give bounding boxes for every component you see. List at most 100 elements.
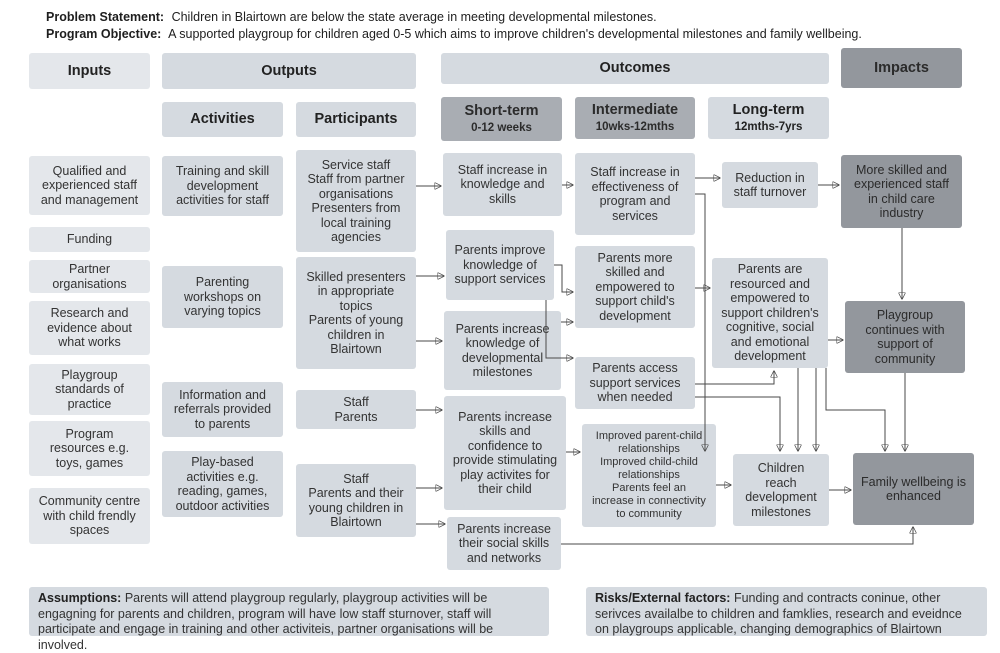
box-text-line: resources e.g. [49, 441, 130, 456]
short-term-header-label: Short-term [464, 102, 539, 119]
box-text-line: Partner [69, 262, 110, 276]
box-text-line: continues with [865, 322, 945, 337]
box-text-line: staff turnover [733, 185, 807, 199]
activities-header: Activities [162, 102, 283, 137]
box-text-line: resourced and [730, 276, 810, 291]
box-text-line: young children in [308, 500, 404, 515]
box-text-line: their social skills [458, 536, 550, 551]
box-text-line: knowledge of [463, 257, 537, 272]
box-text-line: confidence to [467, 438, 543, 453]
box-text-line: Reduction in [735, 170, 805, 185]
box-text-line: Playgroup [876, 308, 934, 322]
box-text-line: Research and [50, 306, 129, 321]
box-text-line: Skilled presenters [306, 269, 406, 284]
box-text-line: to parents [194, 416, 251, 431]
assumptions-label: Assumptions: [38, 591, 122, 605]
box-text-line: Program [65, 426, 114, 441]
box-text-line: Staff [343, 471, 369, 486]
box-text-line: practice [67, 396, 112, 411]
short-term-header: Short-term 0-12 weeks [441, 97, 562, 141]
box-text-line: referrals provided [173, 402, 272, 417]
box-text-line: Parents increase [458, 409, 552, 424]
box-text-line: Parents increase [455, 321, 550, 336]
box-text-line: Parents of young [308, 313, 404, 327]
arrow [695, 396, 780, 451]
activities-header-label: Activities [190, 111, 255, 127]
long-term-range: 12mths-7yrs [734, 120, 803, 133]
outputs-header: Outputs [162, 53, 416, 89]
box-text-line: community [874, 351, 936, 366]
box-text-line: Family wellbeing is [861, 474, 966, 489]
program-objective: Program Objective: A supported playgroup… [46, 27, 862, 41]
box-text-line: reading, games, [177, 484, 268, 498]
box-text-line: Funding [66, 232, 113, 247]
box-text-line: Parents are [737, 262, 803, 277]
box-text-line: evidence about [47, 320, 132, 335]
participants-header: Participants [296, 102, 416, 137]
input-box: Funding [29, 227, 150, 252]
box-text-line: Community centre [38, 494, 141, 509]
box-text-line: Staff from partner [307, 172, 405, 186]
box-text-line: skills and [479, 424, 531, 438]
box-text-line: and management [40, 192, 139, 207]
impacts-header-label: Impacts [874, 59, 929, 76]
box-text-line: development [745, 490, 817, 504]
risks-label: Risks/External factors: [595, 591, 731, 605]
box-text-line: activities for staff [176, 193, 269, 208]
box-text-line: outdoor activities [175, 498, 270, 513]
box-text-line: empowered to [595, 279, 675, 294]
box-text-line: and emotional [730, 334, 810, 349]
box-text-line: experienced staff [42, 178, 137, 193]
arrow [545, 300, 573, 358]
box-text-line: children in [327, 327, 385, 342]
box-text-line: Staff increase in [590, 165, 680, 179]
box-text-line: activities e.g. [186, 469, 259, 484]
impacts-header: Impacts [841, 48, 962, 88]
box-text-line: to community [616, 508, 682, 520]
box-text-line: Parents improve [454, 243, 546, 258]
box-text-line: their child [478, 482, 532, 496]
box-text-line: increase in connectivity [592, 495, 706, 507]
box-text-line: in appropriate [317, 284, 395, 298]
intermediate-range: 10wks-12mths [595, 120, 675, 133]
box-text-line: support children's [721, 305, 819, 320]
box-text-line: knowledge and [460, 177, 545, 192]
box-text-line: support of [877, 337, 933, 351]
risks-note: Risks/External factors: Funding and cont… [586, 587, 987, 636]
box-text-line: when needed [597, 390, 673, 405]
inputs-header: Inputs [29, 53, 150, 89]
problem-statement: Problem Statement: Children in Blairtown… [46, 10, 657, 24]
outputs-header-label: Outputs [261, 62, 317, 79]
box-text-line: empowered to [730, 291, 810, 306]
box-text-line: Information and [179, 387, 266, 402]
box-text-line: Parents increase [457, 521, 551, 536]
box-text-line: provide stimulating [452, 453, 558, 467]
box-text-line: Parents access [592, 361, 678, 376]
box-text-line: support services [454, 272, 546, 287]
box-text-line: and networks [466, 550, 542, 565]
